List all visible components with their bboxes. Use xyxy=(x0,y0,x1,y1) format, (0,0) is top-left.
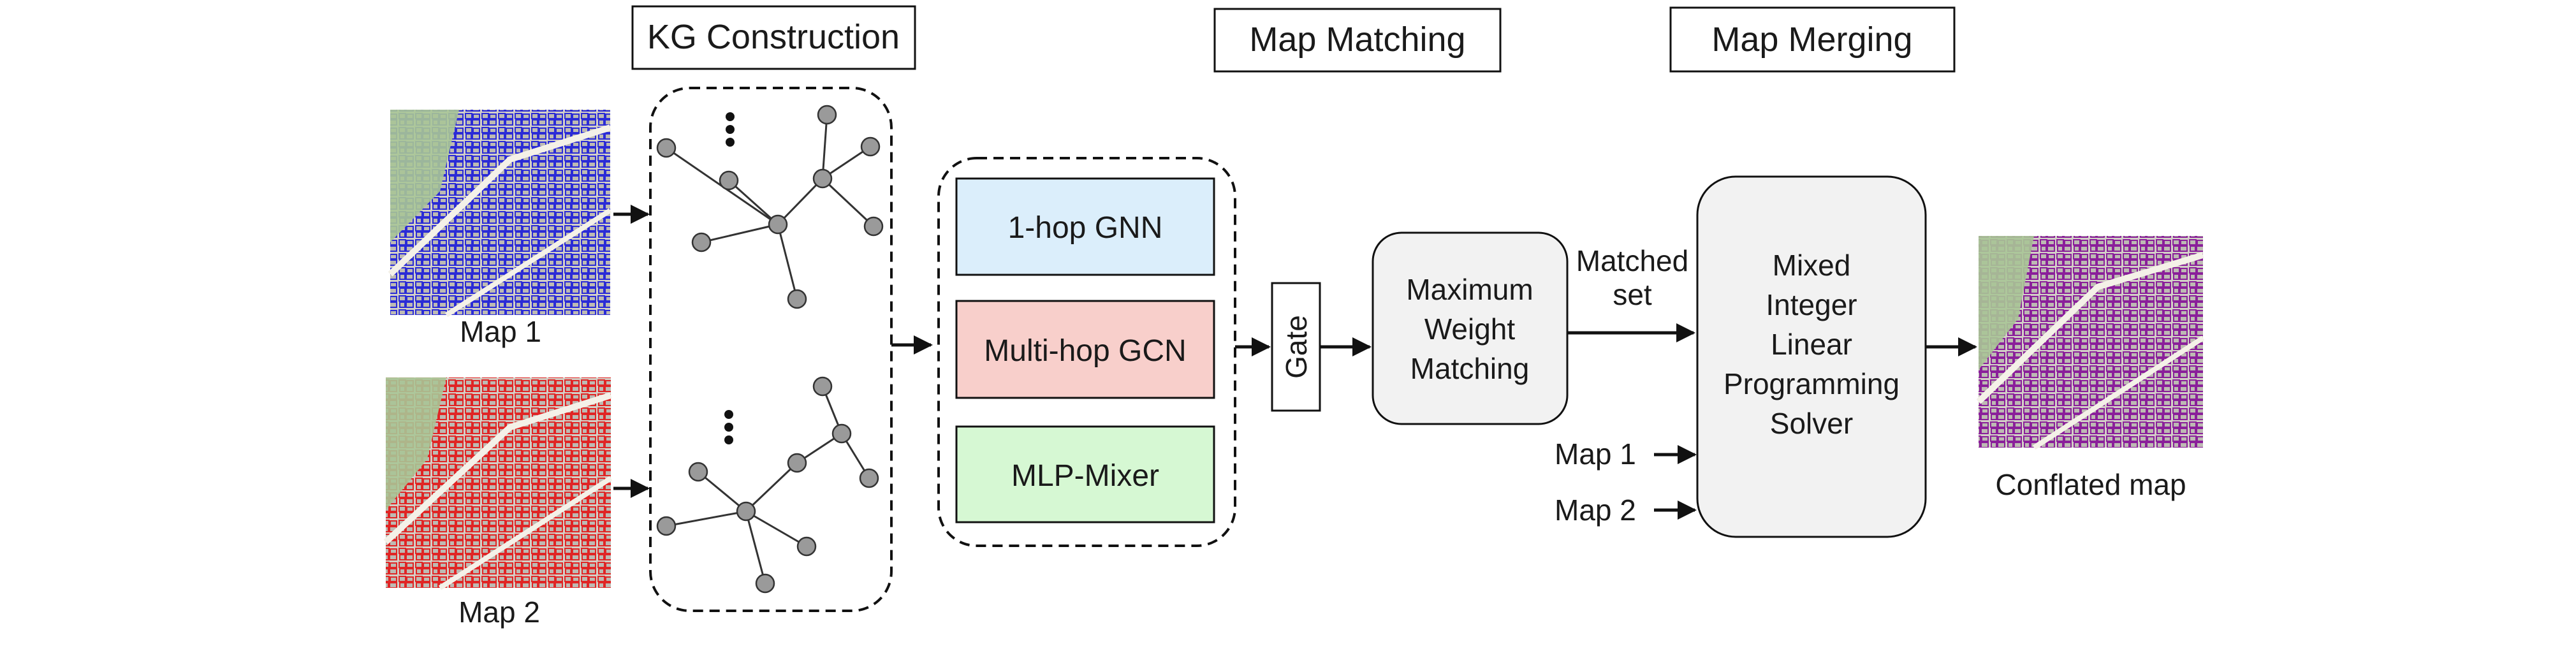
gcn-box xyxy=(955,300,1215,399)
matching-line-2: Weight xyxy=(1424,312,1516,346)
kg-container xyxy=(649,87,893,612)
map1-label: Map 1 xyxy=(460,315,541,348)
solver-input-map2-label: Map 2 xyxy=(1555,494,1636,527)
solver-box xyxy=(1696,175,1927,538)
solver-line-3: Linear xyxy=(1771,328,1852,361)
knowledge-graph-1 xyxy=(656,105,884,309)
solver-line-2: Integer xyxy=(1766,288,1857,321)
matching-box xyxy=(1372,231,1569,425)
conflated-map-label: Conflated map xyxy=(1995,468,2186,501)
map2-thumbnail xyxy=(383,377,613,590)
solver-line-1: Mixed xyxy=(1773,249,1851,282)
solver-input-map1-label: Map 1 xyxy=(1555,437,1636,471)
mixer-label: MLP-Mixer xyxy=(1011,459,1159,493)
gcn-label: Multi-hop GCN xyxy=(984,334,1186,368)
models-container xyxy=(937,157,1236,547)
matched-set-line-1: Matched xyxy=(1576,244,1688,277)
matching-line-3: Matching xyxy=(1410,352,1530,385)
gate-label: Gate xyxy=(1280,315,1313,379)
gnn-label: 1-hop GNN xyxy=(1008,211,1163,245)
map-matching-title: Map Matching xyxy=(1249,20,1465,59)
matched-set-line-2: set xyxy=(1613,278,1652,311)
map-merging-header xyxy=(1669,6,1956,73)
mixer-box xyxy=(955,425,1215,523)
map1-thumbnail xyxy=(388,110,612,318)
knowledge-graph-2 xyxy=(656,376,879,594)
gnn-box xyxy=(955,177,1215,276)
solver-line-4: Programming xyxy=(1723,367,1899,400)
kg-construction-header xyxy=(631,5,916,70)
map-merging-title: Map Merging xyxy=(1711,20,1912,59)
kg-construction-title: KG Construction xyxy=(647,18,900,56)
map2-label: Map 2 xyxy=(458,596,540,629)
conflated-map-thumbnail xyxy=(1976,236,2205,450)
matching-line-1: Maximum xyxy=(1406,273,1533,306)
map-matching-header xyxy=(1213,8,1502,73)
solver-line-5: Solver xyxy=(1770,407,1853,440)
